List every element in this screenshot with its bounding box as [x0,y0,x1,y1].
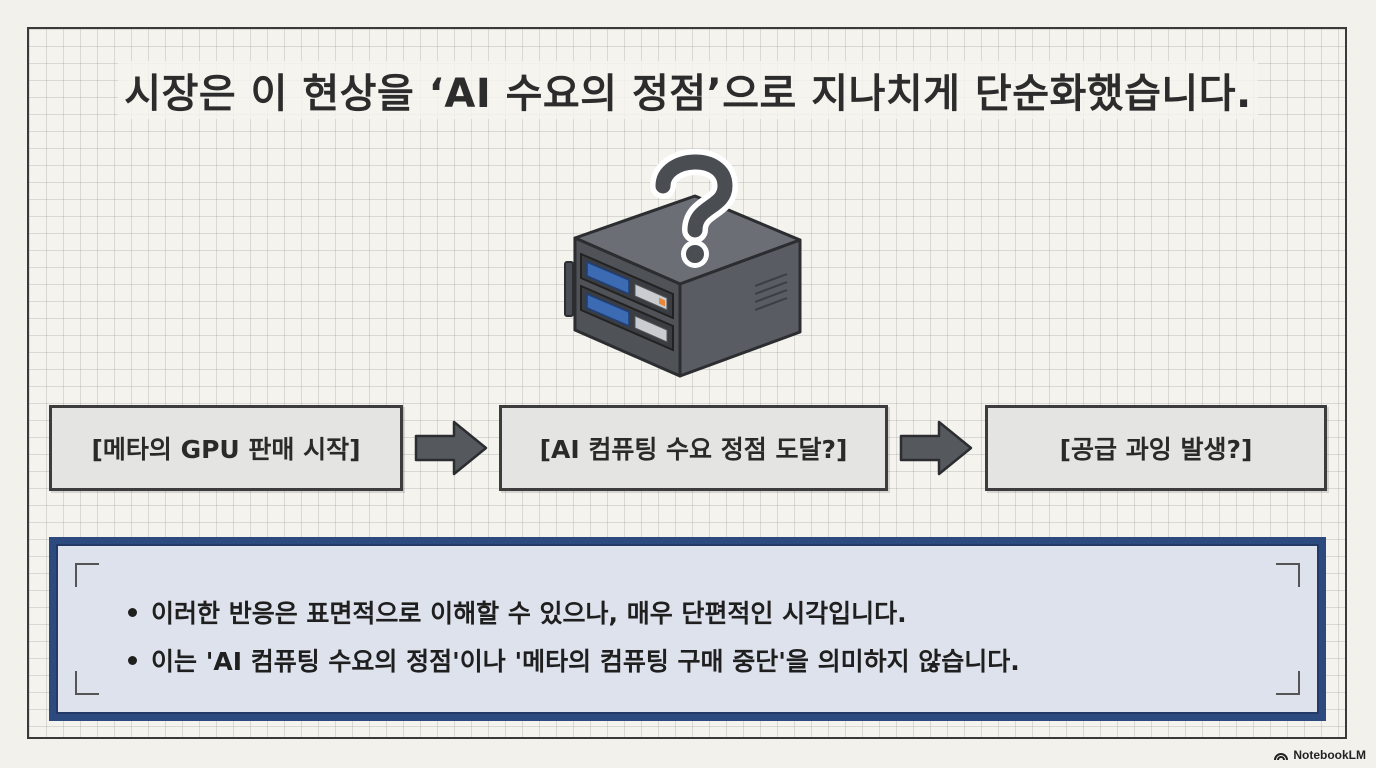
corner-bracket [75,563,99,587]
brand-watermark: NotebookLM [1273,747,1366,763]
flow-box-demand-peak: [AI 컴퓨팅 수요 정점 도달?] [499,405,888,491]
flow-box-gpu-sales: [메타의 GPU 판매 시작] [49,405,403,491]
brand-label: NotebookLM [1293,748,1366,762]
bullet-dot-icon [128,607,137,617]
corner-bracket [75,671,99,695]
server-rack-icon [564,194,802,378]
flow-box-oversupply: [공급 과잉 발생?] [985,405,1327,491]
corner-bracket [1276,563,1300,587]
question-mark-icon [650,149,739,268]
bullet-list: 이러한 반응은 표면적으로 이해할 수 있으나, 매우 단편적인 시각입니다. … [128,588,1277,684]
flow-box-label: [공급 과잉 발생?] [1059,435,1253,464]
summary-callout: 이러한 반응은 표면적으로 이해할 수 있으나, 매우 단편적인 시각입니다. … [49,537,1326,721]
flow-box-label: [AI 컴퓨팅 수요 정점 도달?] [539,435,848,464]
arrow-right-icon [899,420,973,476]
arrow-right-icon [414,420,488,476]
page-title: 시장은 이 현상을 ‘AI 수요의 정점’으로 지나치게 단순화했습니다. [48,60,1328,120]
bullet-item: 이러한 반응은 표면적으로 이해할 수 있으나, 매우 단편적인 시각입니다. [128,588,1277,636]
flow-box-label: [메타의 GPU 판매 시작] [91,435,361,464]
bullet-dot-icon [128,655,137,665]
bullet-text: 이러한 반응은 표면적으로 이해할 수 있으나, 매우 단편적인 시각입니다. [151,599,907,628]
bullet-item: 이는 'AI 컴퓨팅 수요의 정점'이나 '메타의 컴퓨팅 구매 중단'을 의미… [128,636,1277,684]
notebooklm-logo-icon [1274,753,1289,761]
corner-bracket [1276,671,1300,695]
summary-callout-inner: 이러한 반응은 표면적으로 이해할 수 있으나, 매우 단편적인 시각입니다. … [56,544,1319,714]
server-question-icon [564,149,802,378]
bullet-text: 이는 'AI 컴퓨팅 수요의 정점'이나 '메타의 컴퓨팅 구매 중단'을 의미… [151,647,1020,676]
page-title-text: 시장은 이 현상을 ‘AI 수요의 정점’으로 지나치게 단순화했습니다. [118,61,1258,119]
